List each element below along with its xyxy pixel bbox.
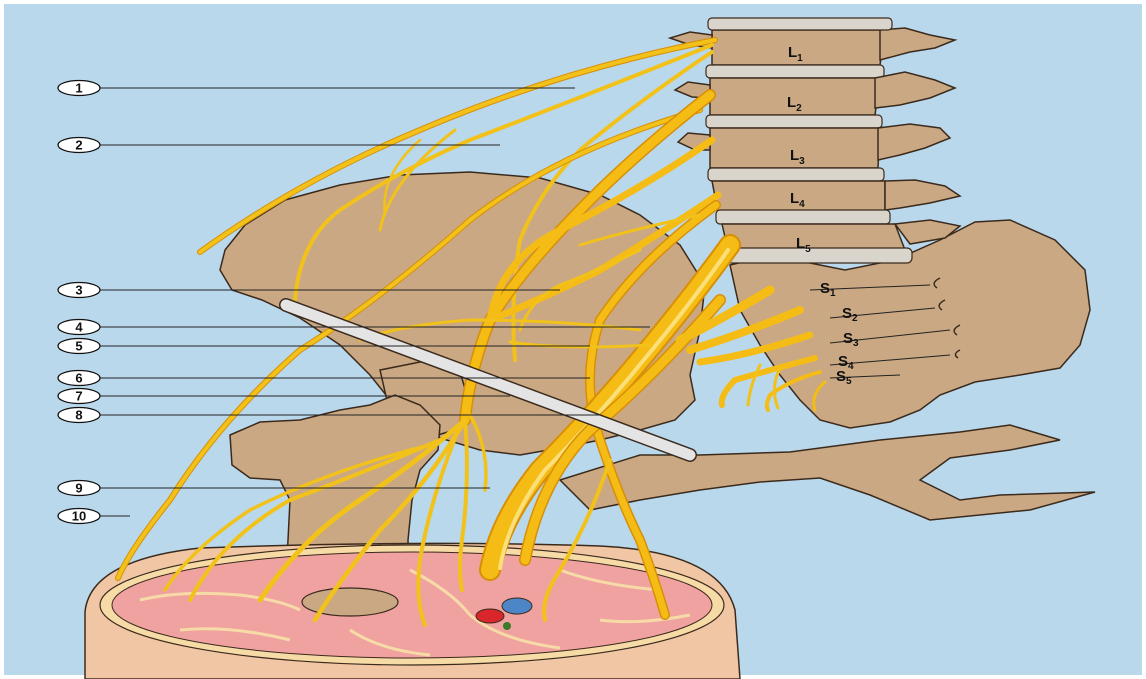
- callout-9: 9: [58, 481, 100, 496]
- callout-number: 6: [75, 371, 82, 386]
- disc: [708, 18, 892, 30]
- disc: [726, 248, 912, 263]
- femur-section: [302, 588, 398, 616]
- callout-2: 2: [58, 138, 100, 153]
- disc: [706, 65, 884, 78]
- callout-5: 5: [58, 339, 100, 354]
- femoral-vein: [502, 598, 532, 614]
- vertebral-body: [722, 224, 905, 250]
- callout-6: 6: [58, 371, 100, 386]
- callout-number: 4: [75, 320, 83, 335]
- nerve-section: [503, 622, 511, 630]
- disc: [716, 210, 890, 224]
- callout-10: 10: [58, 509, 100, 524]
- callout-number: 8: [75, 408, 82, 423]
- muscle-layer: [112, 552, 712, 658]
- callout-number: 7: [75, 389, 82, 404]
- callout-number: 10: [72, 509, 86, 524]
- disc: [706, 115, 882, 128]
- disc: [708, 168, 884, 181]
- callout-number: 3: [75, 283, 82, 298]
- callout-4: 4: [58, 320, 100, 335]
- callout-3: 3: [58, 283, 100, 298]
- callout-number: 5: [75, 339, 82, 354]
- callout-7: 7: [58, 389, 100, 404]
- callout-8: 8: [58, 408, 100, 423]
- callout-number: 9: [75, 481, 82, 496]
- callout-number: 2: [75, 138, 82, 153]
- femoral-artery: [476, 609, 504, 623]
- callout-1: 1: [58, 81, 100, 96]
- callout-number: 1: [75, 81, 82, 96]
